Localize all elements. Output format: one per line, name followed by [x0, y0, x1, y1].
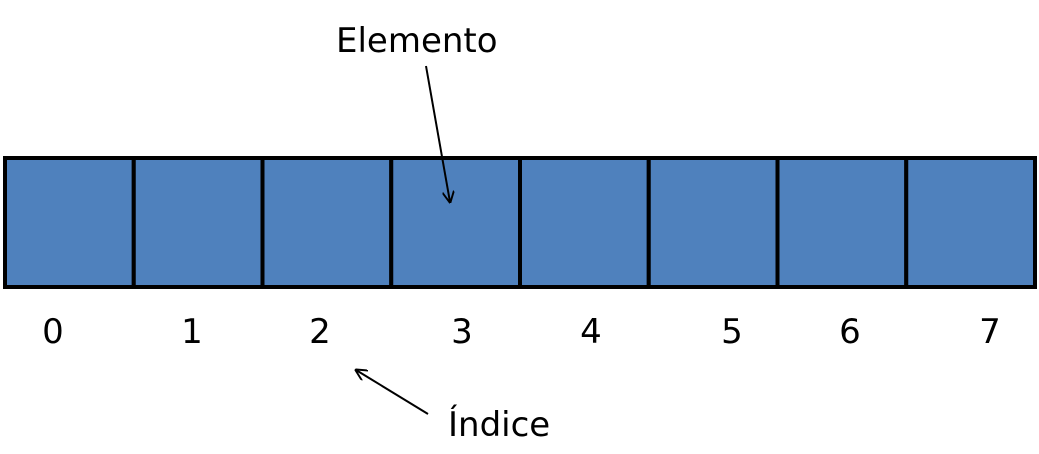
index-label-1: 1	[181, 312, 203, 352]
index-label-6: 6	[839, 312, 861, 352]
array-cell-7	[904, 156, 1037, 289]
index-label-4: 4	[580, 312, 602, 352]
index-label-7: 7	[979, 312, 1001, 352]
index-label-5: 5	[721, 312, 743, 352]
element-arrow	[425, 65, 450, 202]
array-cell-1	[131, 156, 265, 289]
array-indices: 0 1 2 3 4 5 6 7	[42, 312, 1001, 352]
array-cell-0	[3, 156, 136, 289]
array-cell-4	[518, 156, 651, 289]
array-cell-5	[646, 156, 780, 289]
index-label-0: 0	[42, 312, 64, 352]
array-cell-3	[389, 156, 522, 289]
index-arrow	[356, 370, 429, 415]
array-cells	[3, 156, 1037, 289]
index-label-3: 3	[451, 312, 473, 352]
array-cell-2	[260, 156, 394, 289]
element-label: Elemento	[336, 21, 498, 61]
index-label-2: 2	[309, 312, 331, 352]
array-cell-6	[775, 156, 909, 289]
index-label: Índice	[448, 404, 550, 445]
